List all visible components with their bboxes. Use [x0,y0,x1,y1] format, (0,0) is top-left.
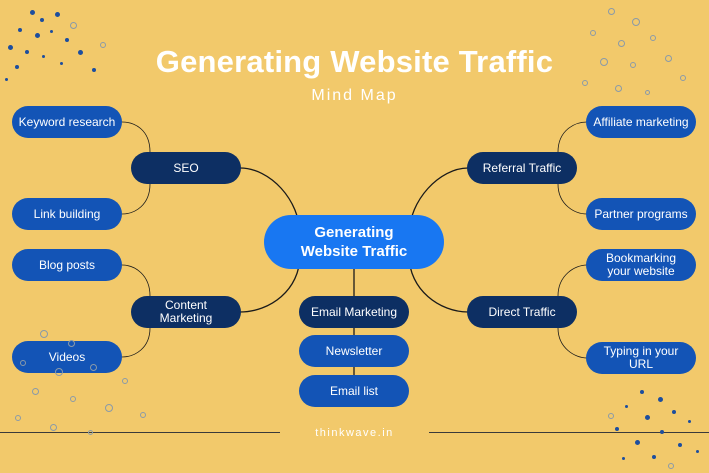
leaf-email-list: Email list [299,375,409,407]
connector-direct-typing [557,327,588,359]
dots-bottom-right-decoration [600,385,709,473]
connector-referral-partner [557,183,588,215]
leaf-videos: Videos [12,341,122,373]
leaf-newsletter: Newsletter [299,335,409,367]
connector-seo-keyword [121,121,151,153]
page-title: Generating Website Traffic [155,44,554,79]
page-subtitle: Mind Map [311,87,398,104]
leaf-bookmarking: Bookmarking your website [586,249,696,281]
connector-content-videos [121,327,151,358]
footer-rule-right [429,432,709,433]
connector-referral-affiliate [557,121,588,153]
leaf-partner-programs: Partner programs [586,198,696,230]
branch-referral-traffic: Referral Traffic [467,152,577,184]
leaf-link-building: Link building [12,198,122,230]
branch-content-marketing: Content Marketing [131,296,241,328]
leaf-keyword-research: Keyword research [12,106,122,138]
leaf-blog-posts: Blog posts [12,249,122,281]
dots-top-right-decoration [570,0,709,110]
center-node: Generating Website Traffic [264,215,444,269]
center-line-1: Generating [314,224,394,241]
dots-top-left-decoration [0,0,120,90]
branch-seo: SEO [131,152,241,184]
footer-rule-left [0,432,280,433]
footer-brand-text: thinkwave.in [315,427,394,439]
connector-direct-bookmark [557,264,588,297]
leaf-affiliate-marketing: Affiliate marketing [586,106,696,138]
connector-seo-link [121,183,151,215]
leaf-bookmarking-line-2: your website [607,264,675,278]
leaf-bookmarking-line-1: Bookmarking [605,251,677,265]
branch-email-marketing: Email Marketing [299,296,409,328]
branch-direct-traffic: Direct Traffic [467,296,577,328]
center-line-2: Website Traffic [300,243,408,260]
leaf-typing-url: Typing in your URL [586,342,696,374]
dots-bottom-left-decoration [0,320,170,460]
connector-content-blog [121,264,151,297]
